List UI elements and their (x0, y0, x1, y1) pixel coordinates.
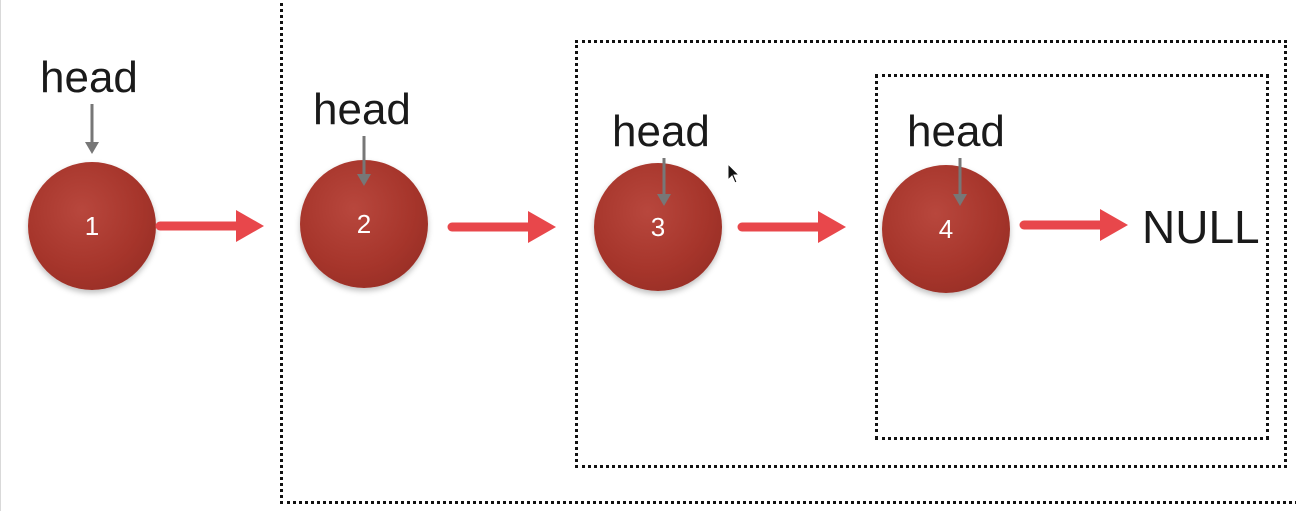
node-value: 3 (650, 211, 666, 242)
head-pointer-arrow-2 (357, 136, 371, 186)
head-label-node-1: head (40, 53, 138, 102)
head-label-node-4: head (907, 107, 1005, 156)
node-value: 2 (356, 208, 372, 239)
head-label-node-3: head (612, 107, 710, 156)
head-pointer-arrow-4 (953, 158, 967, 206)
recursion-box-inner (875, 74, 1269, 440)
next-arrow-4-to-null (1019, 209, 1128, 241)
next-arrow-3-to-4 (737, 211, 846, 243)
node-value: 1 (84, 210, 100, 241)
node-value: 4 (938, 213, 954, 244)
canvas-left-border (0, 0, 1, 511)
recursion-box-middle (575, 40, 1287, 468)
next-arrow-2-to-3 (447, 211, 556, 243)
list-node-4: 4 (882, 165, 1010, 293)
mouse-pointer-icon (727, 162, 741, 184)
null-terminal-label: NULL (1142, 201, 1260, 253)
head-label-node-2: head (313, 85, 411, 134)
list-node-1: 1 (28, 162, 156, 290)
list-node-3: 3 (594, 163, 722, 291)
head-pointer-arrow-3 (657, 158, 671, 206)
head-pointer-arrow-1 (85, 104, 99, 154)
recursion-box-outer (280, 0, 1296, 504)
next-arrow-1-to-2 (155, 210, 264, 242)
